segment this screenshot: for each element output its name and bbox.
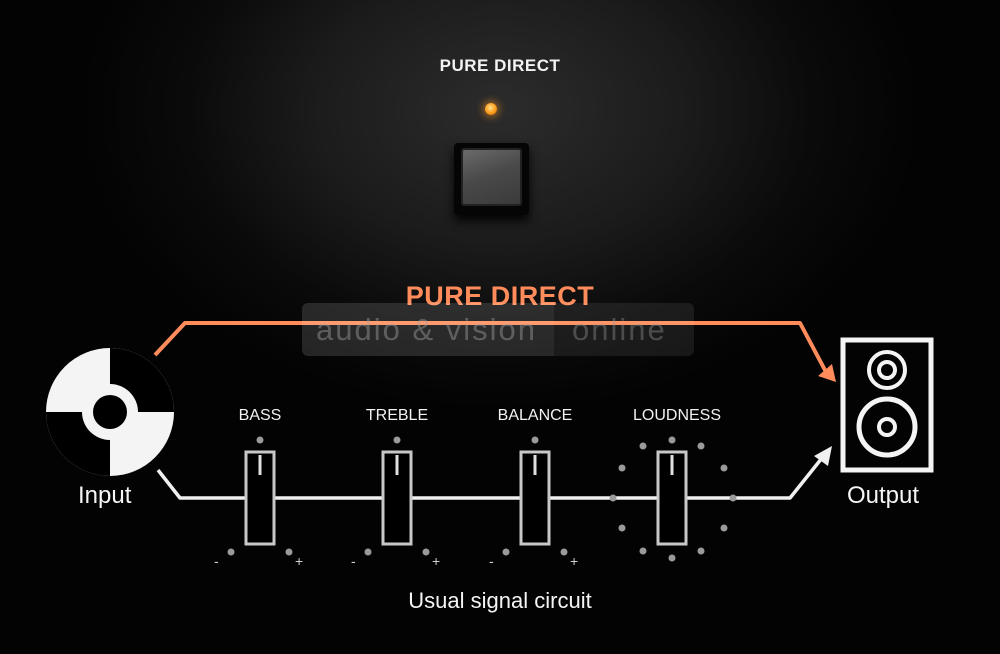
bass-plus: + — [295, 553, 303, 569]
pure-direct-button[interactable] — [461, 148, 522, 206]
watermark: audio & vision online — [302, 303, 694, 356]
pure-direct-path — [153, 321, 828, 373]
bass-minus: - — [214, 553, 219, 569]
bass-slider — [227, 436, 293, 556]
watermark-left-box — [302, 303, 554, 356]
cd-disc-icon — [46, 348, 174, 476]
treble-label: TREBLE — [365, 407, 429, 424]
speaker-icon — [840, 337, 934, 473]
output-label: Output — [847, 482, 920, 509]
treble-slider — [364, 436, 430, 556]
circuit-label: Usual signal circuit — [408, 588, 592, 613]
balance-plus: + — [570, 553, 578, 569]
loudness-slider — [609, 436, 737, 562]
panel-title: PURE DIRECT — [439, 56, 561, 75]
balance-slider — [502, 436, 568, 556]
pure-direct-label: PURE DIRECT — [405, 281, 595, 311]
balance-minus: - — [489, 553, 494, 569]
treble-minus: - — [351, 553, 356, 569]
usual-signal-path — [156, 456, 824, 500]
input-label: Input — [78, 482, 132, 509]
treble-plus: + — [432, 553, 440, 569]
watermark-text-left: audio & vision — [316, 312, 538, 347]
loudness-label: LOUDNESS — [632, 407, 722, 424]
pure-direct-led-icon — [485, 103, 497, 115]
balance-label: BALANCE — [497, 407, 573, 424]
bass-label: BASS — [238, 407, 282, 424]
pure-direct-arrow-icon — [818, 364, 836, 382]
watermark-text-right: online — [572, 312, 667, 347]
usual-signal-arrow-icon — [814, 446, 832, 466]
